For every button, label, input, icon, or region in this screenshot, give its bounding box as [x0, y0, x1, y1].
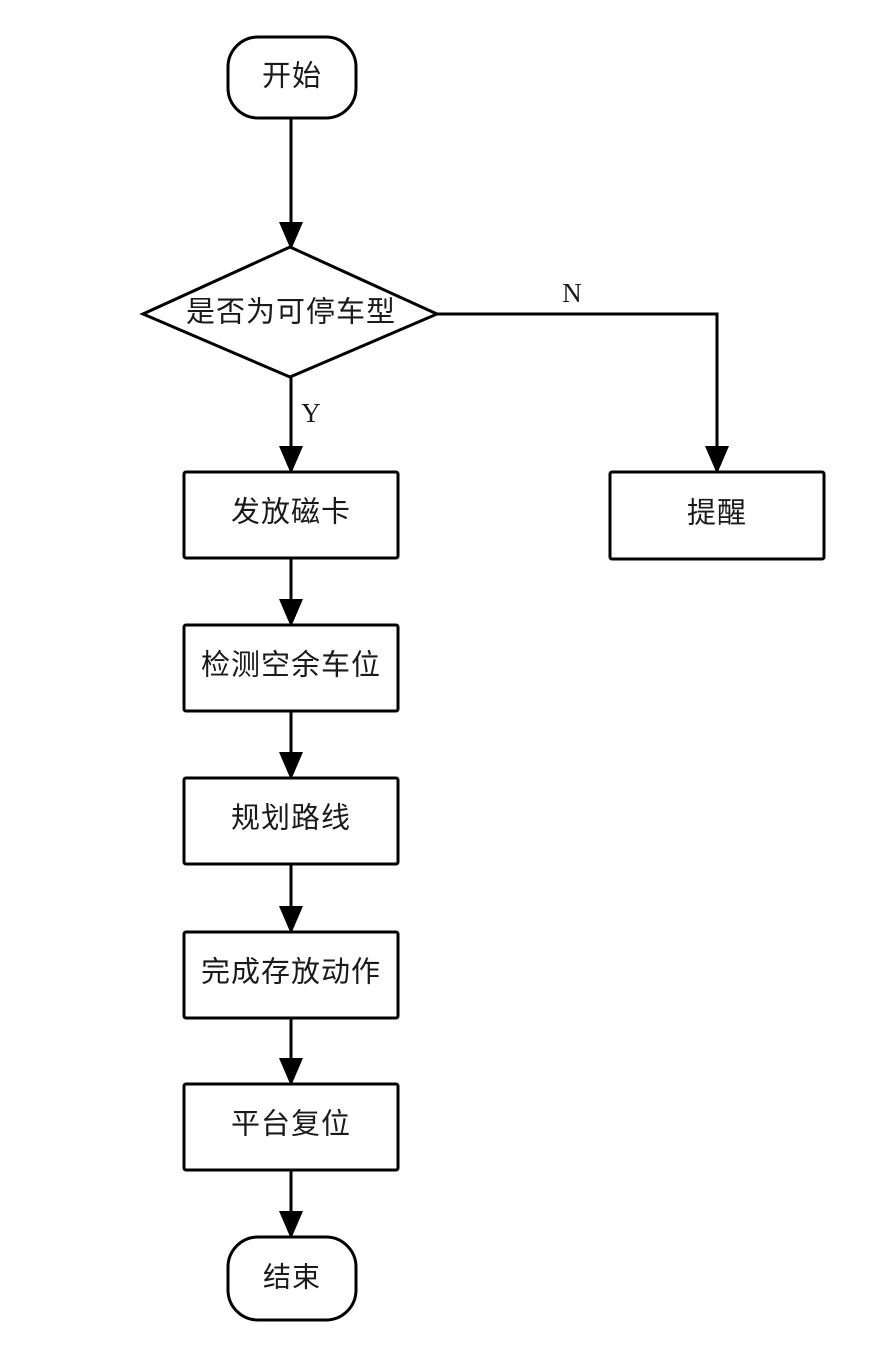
node-detect-shape [182, 623, 400, 713]
arrow-head-icon [279, 752, 303, 780]
node-remind-shape [608, 470, 826, 561]
arrow-head-icon [279, 599, 303, 627]
edge-detect-to-route [279, 711, 303, 780]
node-card-shape [182, 470, 400, 560]
node-card[interactable]: 发放磁卡 [182, 470, 400, 560]
node-card-label: 发放磁卡 [231, 496, 351, 529]
edge-start-to-decision [279, 118, 303, 250]
arrow-head-icon [279, 906, 303, 934]
arrow-head-icon [279, 1211, 303, 1239]
node-detect-label: 检测空余车位 [201, 649, 381, 682]
node-start-label: 开始 [262, 60, 322, 93]
node-detect[interactable]: 检测空余车位 [182, 623, 400, 713]
edge-store-to-reset [279, 1018, 303, 1086]
node-route-label: 规划路线 [231, 802, 351, 835]
node-reset[interactable]: 平台复位 [182, 1082, 400, 1172]
arrow-head-icon [705, 446, 729, 474]
node-decision[interactable]: 是否为可停车型 [139, 245, 441, 379]
node-end-shape [226, 1235, 358, 1322]
arrow-head-icon [279, 222, 303, 250]
arrow-head-icon [279, 1058, 303, 1086]
node-route[interactable]: 规划路线 [182, 776, 400, 866]
node-store-shape [182, 930, 400, 1020]
node-store[interactable]: 完成存放动作 [182, 930, 400, 1020]
edge-decision-to-card [279, 377, 303, 474]
node-remind[interactable]: 提醒 [608, 470, 826, 561]
edge-label-no: N [562, 278, 582, 308]
node-start[interactable]: 开始 [226, 35, 358, 120]
node-start-shape [226, 35, 358, 120]
node-decision-shape [139, 245, 441, 379]
edge-route-to-store [279, 864, 303, 934]
node-end[interactable]: 结束 [226, 1235, 358, 1322]
edge-card-to-detect [279, 558, 303, 627]
node-remind-label: 提醒 [687, 497, 747, 530]
arrow-head-icon [279, 446, 303, 474]
node-route-shape [182, 776, 400, 866]
node-decision-label: 是否为可停车型 [186, 296, 396, 329]
edge-reset-to-end [279, 1170, 303, 1239]
edge-decision-to-remind [437, 312, 729, 474]
node-reset-label: 平台复位 [231, 1108, 351, 1141]
node-end-label: 结束 [263, 1261, 321, 1293]
edge-label-yes: Y [301, 398, 321, 428]
node-store-label: 完成存放动作 [201, 956, 381, 989]
node-reset-shape [182, 1082, 400, 1172]
